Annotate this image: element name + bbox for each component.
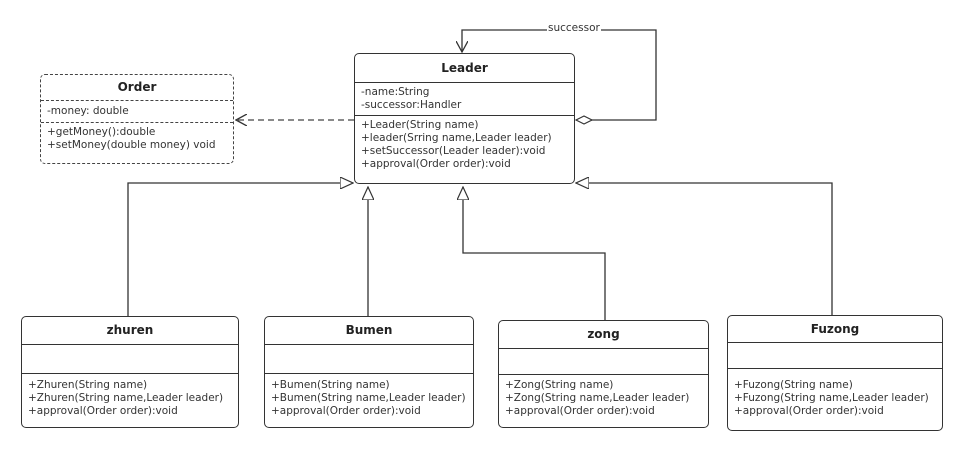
fuzong-method: +Fuzong(String name): [734, 379, 853, 391]
bumen-attributes: [265, 345, 473, 374]
zong-method: +approval(Order order):void: [505, 405, 655, 417]
bumen-method: +Bumen(String name,Leader leader): [271, 392, 466, 404]
fuzong-method: +Fuzong(String name,Leader leader): [734, 392, 929, 404]
bumen-methods: +Bumen(String name) +Bumen(String name,L…: [265, 374, 473, 421]
zong-method: +Zong(String name,Leader leader): [505, 392, 690, 404]
fuzong-class-name: Fuzong: [728, 316, 942, 343]
order-attributes: -money: double: [41, 101, 233, 123]
fuzong-generalization-line: [576, 183, 833, 315]
leader-class-name: Leader: [355, 54, 574, 83]
fuzong-attributes: [728, 343, 942, 369]
successor-label: successor: [547, 22, 601, 34]
zong-methods: +Zong(String name) +Zong(String name,Lea…: [499, 375, 708, 421]
bumen-method: +Bumen(String name): [271, 379, 390, 391]
leader-class[interactable]: Leader -name:String -successor:Handler +…: [354, 53, 575, 184]
zong-attributes: [499, 349, 708, 375]
order-class[interactable]: Order -money: double +getMoney():double …: [40, 74, 234, 164]
successor-aggregation-line: [462, 29, 657, 120]
bumen-class-name: Bumen: [265, 317, 473, 345]
order-method: +setMoney(double money) void: [47, 139, 216, 151]
order-attribute-money: -money: double: [47, 105, 129, 117]
leader-attributes: -name:String -successor:Handler: [355, 83, 574, 116]
leader-method: +approval(Order order):void: [361, 158, 511, 170]
fuzong-class[interactable]: Fuzong +Fuzong(String name) +Fuzong(Stri…: [727, 315, 943, 431]
leader-methods: +Leader(String name) +leader(Srring name…: [355, 116, 574, 174]
zong-class[interactable]: zong +Zong(String name) +Zong(String nam…: [498, 320, 709, 428]
zhuren-methods: +Zhuren(String name) +Zhuren(String name…: [22, 374, 238, 421]
zhuren-generalization-line: [127, 183, 353, 316]
bumen-method: +approval(Order order):void: [271, 405, 421, 417]
zhuren-method: +Zhuren(String name): [28, 379, 148, 391]
order-methods: +getMoney():double +setMoney(double mone…: [41, 123, 233, 155]
fuzong-methods: +Fuzong(String name) +Fuzong(String name…: [728, 369, 942, 421]
zhuren-method: +Zhuren(String name,Leader leader): [28, 392, 224, 404]
fuzong-method: +approval(Order order):void: [734, 405, 884, 417]
zong-generalization-line: [463, 187, 606, 320]
leader-attribute-successor: -successor:Handler: [361, 99, 462, 111]
leader-method: +Leader(String name): [361, 119, 479, 131]
leader-method: +setSuccessor(Leader leader):void: [361, 145, 546, 157]
zhuren-method: +approval(Order order):void: [28, 405, 178, 417]
bumen-class[interactable]: Bumen +Bumen(String name) +Bumen(String …: [264, 316, 474, 428]
leader-method: +leader(Srring name,Leader leader): [361, 132, 552, 144]
zong-method: +Zong(String name): [505, 379, 614, 391]
zong-class-name: zong: [499, 321, 708, 349]
zhuren-class-name: zhuren: [22, 317, 238, 345]
order-class-name: Order: [41, 75, 233, 101]
order-method: +getMoney():double: [47, 126, 156, 138]
zhuren-attributes: [22, 345, 238, 374]
zhuren-class[interactable]: zhuren +Zhuren(String name) +Zhuren(Stri…: [21, 316, 239, 428]
leader-attribute-name: -name:String: [361, 86, 430, 98]
